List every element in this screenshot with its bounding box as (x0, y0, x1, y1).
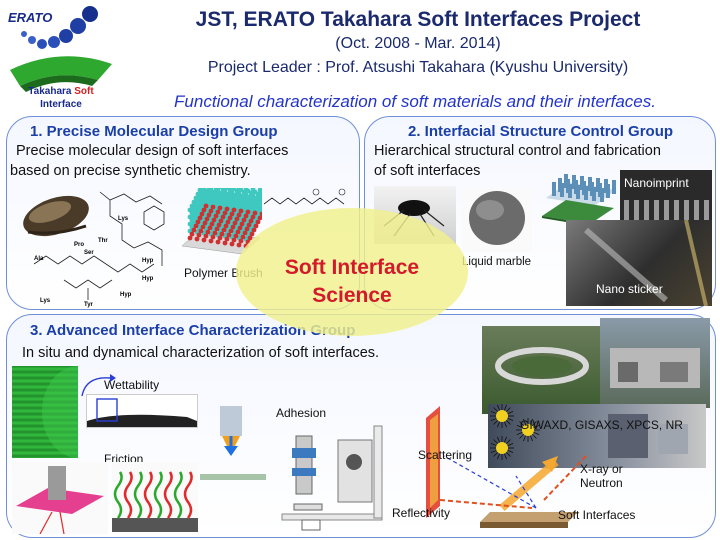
synchrotron-photo-1 (482, 326, 606, 414)
residue-ser: Ser (84, 250, 94, 256)
liquid-marble-label: Liquid marble (462, 256, 532, 268)
soft-interfaces-label: Soft Interfaces (558, 508, 636, 522)
nanoimprint-pattern (538, 168, 620, 224)
center-title-line1: Soft Interface (284, 256, 420, 279)
mussel-photo (16, 186, 96, 242)
friction-brush-image (112, 462, 198, 532)
group1-desc-line1: Precise molecular design of soft interfa… (16, 143, 289, 159)
nanoimprint-label: Nanoimprint (624, 176, 689, 190)
residue-lys-2: Lys (40, 298, 51, 304)
adhesion-apparatus (280, 418, 386, 534)
beamline-photo (488, 404, 706, 468)
group1-desc-line2: based on precise synthetic chemistry. (10, 163, 251, 179)
residue-ala: Ala (34, 256, 44, 262)
residue-hyp-1: Hyp (142, 258, 154, 264)
center-title-line2: Science (312, 284, 392, 307)
polymer-brush-image (180, 175, 265, 262)
nano-sticker-photo (566, 220, 712, 306)
group2-desc-line2: of soft interfaces (374, 163, 481, 179)
residue-hyp-3: Hyp (120, 292, 132, 298)
logo-soft: Soft (74, 86, 94, 97)
adhesion-indenter (200, 406, 266, 490)
techniques-label: GIWAXD, GISAXS, XPCS, NR (520, 418, 683, 432)
scattering-diagram (418, 396, 638, 534)
wettability-label: Wettability (104, 378, 160, 392)
group1-heading: 1. Precise Molecular Design Group (30, 123, 278, 140)
residue-pro: Pro (74, 242, 84, 248)
residue-lys-1: Lys (118, 216, 129, 222)
wettability-green-image (12, 366, 78, 458)
group3-desc: In situ and dynamical characterization o… (22, 345, 380, 361)
logo-erato-text: ERATO (8, 10, 53, 25)
group2-desc-line1: Hierarchical structural control and fabr… (374, 143, 661, 159)
wettability-droplet-image (86, 394, 198, 428)
page-title: JST, ERATO Takahara Soft Interfaces Proj… (195, 8, 641, 31)
xray-label-line2: Neutron (580, 476, 623, 490)
xray-label-line1: X-ray or (580, 462, 623, 476)
zoom-arrow-icon (81, 374, 116, 397)
synchrotron-photo-2 (600, 318, 710, 408)
residue-thr: Thr (98, 238, 108, 244)
nanoparticle-icons (488, 404, 552, 474)
project-period: (Oct. 2008 - Mar. 2014) (335, 35, 501, 52)
brush-molecule (262, 182, 354, 214)
residue-tyr: Tyr (84, 302, 94, 308)
residue-hyp-2: Hyp (142, 276, 154, 282)
erato-logo: ERATO Takahara Soft Interface (4, 4, 116, 112)
logo-graphic (10, 6, 112, 92)
nano-sticker-label: Nano sticker (596, 282, 663, 296)
liquid-marble-photo (462, 188, 532, 252)
project-leader: Project Leader : Prof. Atsushi Takahara … (207, 59, 629, 76)
scattering-label: Scattering (418, 448, 473, 462)
logo-line2: Interface (40, 99, 82, 110)
page-subtitle: Functional characterization of soft mate… (174, 92, 656, 111)
center-highlight (236, 208, 468, 336)
logo-takahara: Takahara (28, 86, 72, 97)
peptide-diagram: Lys Pro Ser Thr Hyp Ala Hyp Lys Tyr Hyp (33, 191, 165, 308)
peptide-structure: Lys Pro Ser Thr Hyp Ala Hyp Lys Tyr Hyp (14, 184, 182, 308)
group3-heading: 3. Advanced Interface Characterization G… (30, 322, 356, 339)
friction-probe-image (12, 462, 108, 534)
logo-line1: Takahara Soft (6, 86, 116, 97)
center-title: Soft Interface Science (236, 254, 468, 310)
group2-heading: 2. Interfacial Structure Control Group (408, 123, 674, 140)
reflectivity-label: Reflectivity (392, 506, 451, 520)
adhesion-label: Adhesion (276, 406, 327, 420)
